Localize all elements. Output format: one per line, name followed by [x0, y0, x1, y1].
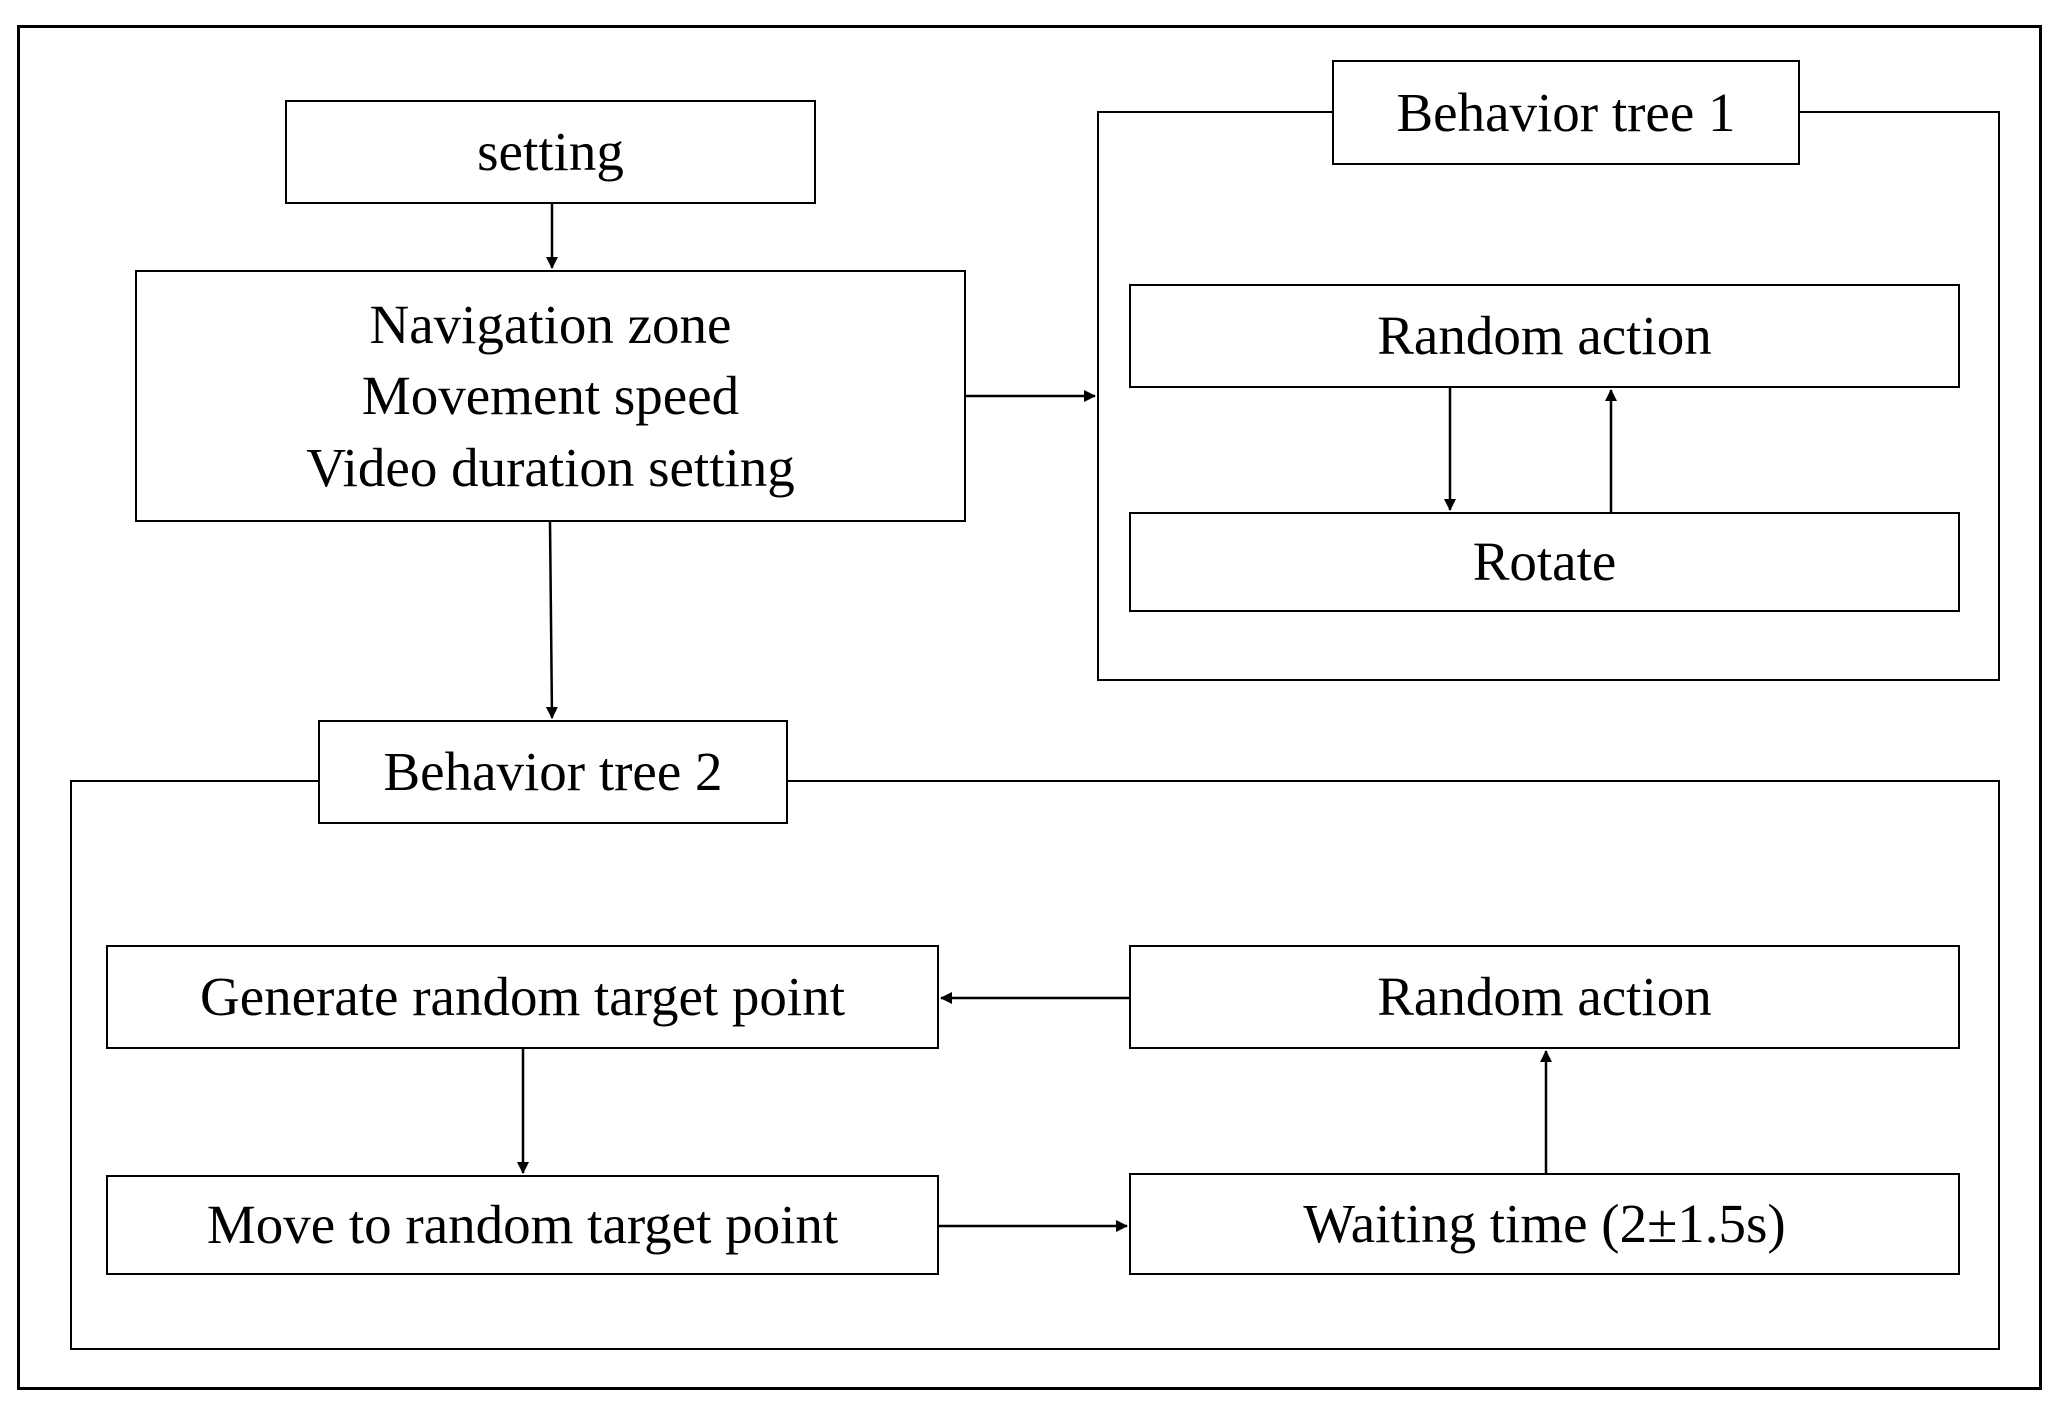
waiting-time-node: Waiting time (2±1.5s) — [1129, 1173, 1960, 1275]
outer-frame — [17, 25, 2042, 1390]
behavior-tree-2-title: Behavior tree 2 — [318, 720, 788, 824]
settings-node: Navigation zone Movement speed Video dur… — [135, 270, 966, 522]
behavior-tree-1-title: Behavior tree 1 — [1332, 60, 1800, 165]
waiting-time-label: Waiting time (2±1.5s) — [1303, 1193, 1786, 1255]
bt2-random-action-node: Random action — [1129, 945, 1960, 1049]
arrow-settings-to-bt2 — [545, 521, 558, 719]
move-target-label: Move to random target point — [206, 1194, 839, 1256]
generate-target-label: Generate random target point — [200, 966, 845, 1028]
behavior-tree-2-group — [70, 780, 2000, 1350]
behavior-tree-1-label: Behavior tree 1 — [1396, 81, 1736, 143]
navigation-zone-label: Navigation zone — [369, 293, 732, 355]
move-target-node: Move to random target point — [106, 1175, 939, 1275]
bt2-random-action-label: Random action — [1377, 966, 1712, 1028]
setting-node: setting — [285, 100, 816, 204]
setting-label: setting — [477, 121, 624, 183]
video-duration-label: Video duration setting — [306, 436, 795, 498]
bt1-rotate-label: Rotate — [1472, 531, 1617, 593]
behavior-tree-2-label: Behavior tree 2 — [383, 741, 723, 803]
bt1-random-action-node: Random action — [1129, 284, 1960, 388]
bt1-rotate-node: Rotate — [1129, 512, 1960, 612]
bt1-random-action-label: Random action — [1377, 305, 1712, 367]
movement-speed-label: Movement speed — [361, 365, 740, 427]
generate-target-node: Generate random target point — [106, 945, 939, 1049]
